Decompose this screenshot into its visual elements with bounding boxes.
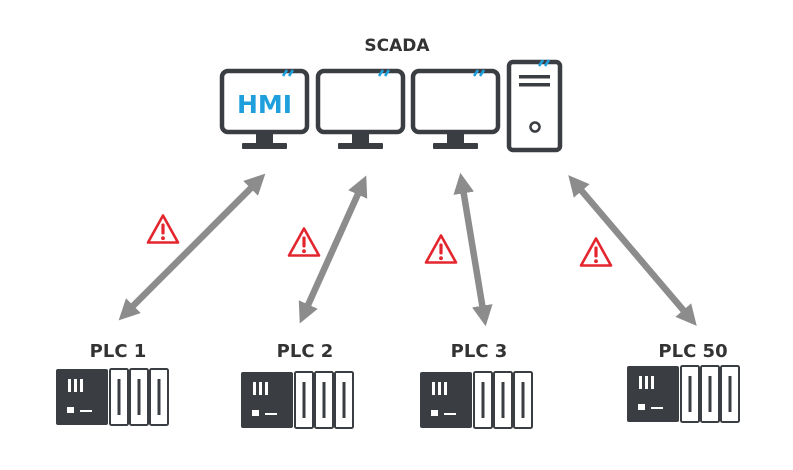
link-arrow-plc1	[118, 173, 266, 321]
plc-label: PLC 3	[451, 341, 508, 362]
plc-rack-icon	[240, 371, 354, 429]
link-arrow-plc2	[298, 175, 368, 324]
plc-label: PLC 50	[658, 341, 727, 362]
link-arrow-plc50	[568, 175, 697, 326]
warning-icon	[424, 234, 458, 264]
hmi-label: HMI	[237, 90, 292, 119]
link-arrow-plc3	[453, 172, 493, 327]
plc-label: PLC 2	[277, 341, 334, 362]
server-tower-icon	[506, 59, 563, 153]
monitor-icon	[410, 68, 501, 149]
scada-title: SCADA	[364, 36, 430, 56]
warning-icon	[579, 237, 613, 267]
hmi-monitor: HMI	[219, 68, 310, 149]
warning-icon	[146, 214, 180, 244]
plc-rack-icon	[419, 371, 533, 429]
plc-label: PLC 1	[90, 341, 147, 362]
warning-icon	[287, 227, 321, 257]
monitor-icon	[315, 68, 406, 149]
plc-rack-icon	[55, 368, 169, 426]
plc-rack-icon	[626, 365, 740, 423]
